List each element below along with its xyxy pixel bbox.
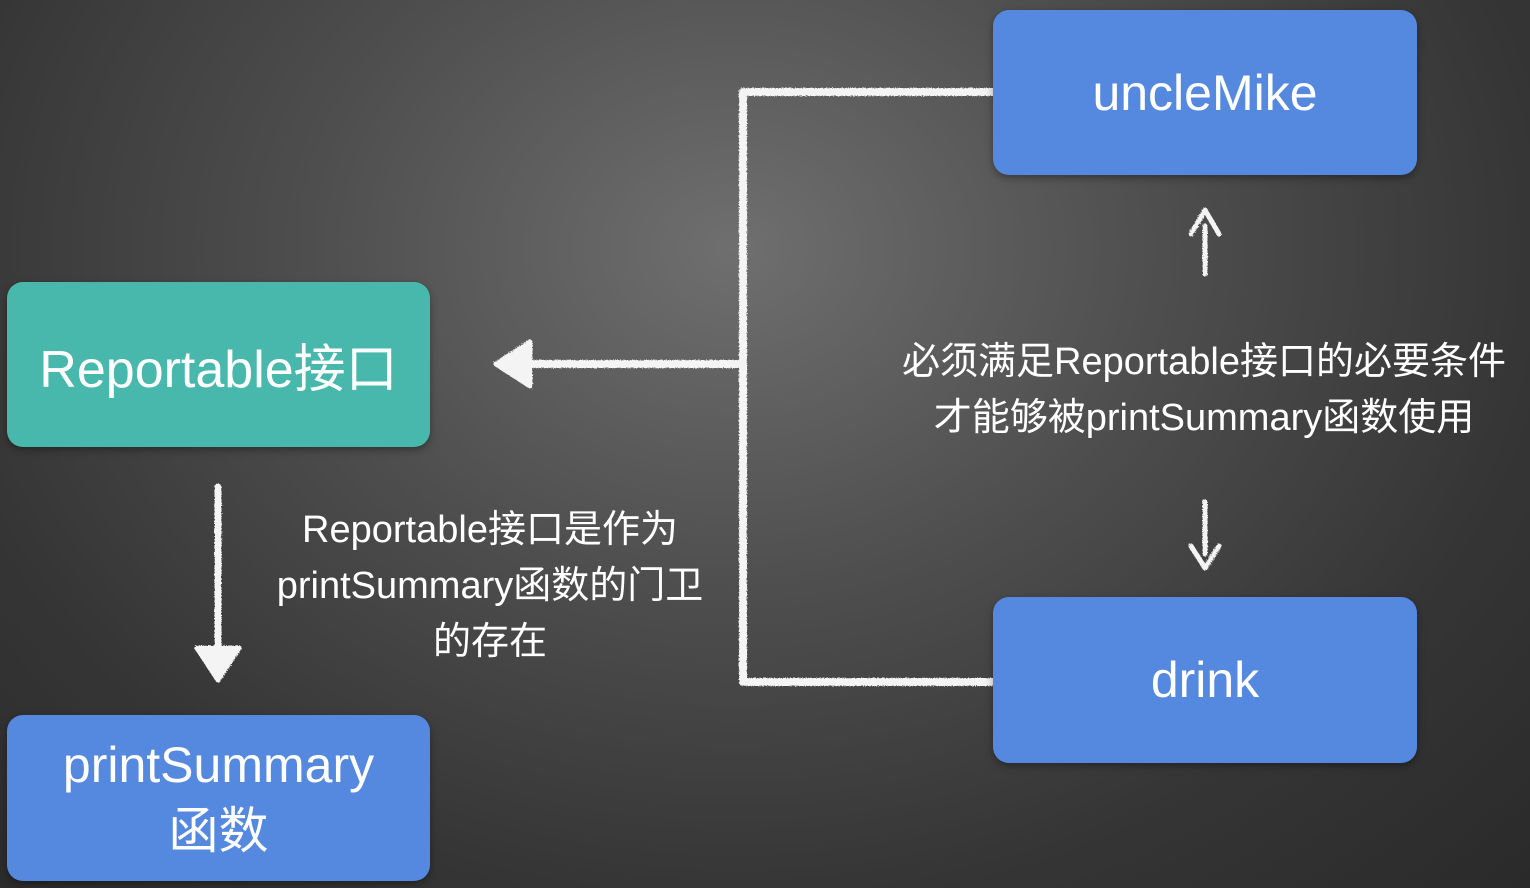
reportable-interface-node: Reportable接口 [7,282,430,447]
unclemike-label: uncleMike [1092,64,1318,121]
arrow-to-reportable-head [493,339,533,389]
gatekeeper-note-line3: 的存在 [432,621,547,663]
condition-note: 必须满足Reportable接口的必要条件 才能够被printSummary函数… [878,334,1530,446]
gatekeeper-note: Reportable接口是作为 printSummary函数的门卫 的存在 [250,502,730,670]
arrow-to-printsummary-head [194,645,242,683]
printsummary-label-line2: 函数 [168,803,269,859]
reportable-interface-label: Reportable接口 [39,341,398,399]
printsummary-function-node: printSummary 函数 [7,715,430,881]
condition-note-line2: 才能够被printSummary函数使用 [933,397,1475,439]
arrow-down-head [1188,543,1222,571]
gatekeeper-note-line2: printSummary函数的门卫 [276,565,704,607]
printsummary-label-line1: printSummary [62,737,375,793]
arrow-up-head [1188,207,1222,237]
condition-note-line1: 必须满足Reportable接口的必要条件 [902,341,1506,383]
bracket-connector [739,88,997,686]
drink-label: drink [1150,652,1260,708]
drink-node: drink [993,597,1417,763]
gatekeeper-note-line1: Reportable接口是作为 [302,509,678,551]
unclemike-node: uncleMike [993,10,1417,175]
